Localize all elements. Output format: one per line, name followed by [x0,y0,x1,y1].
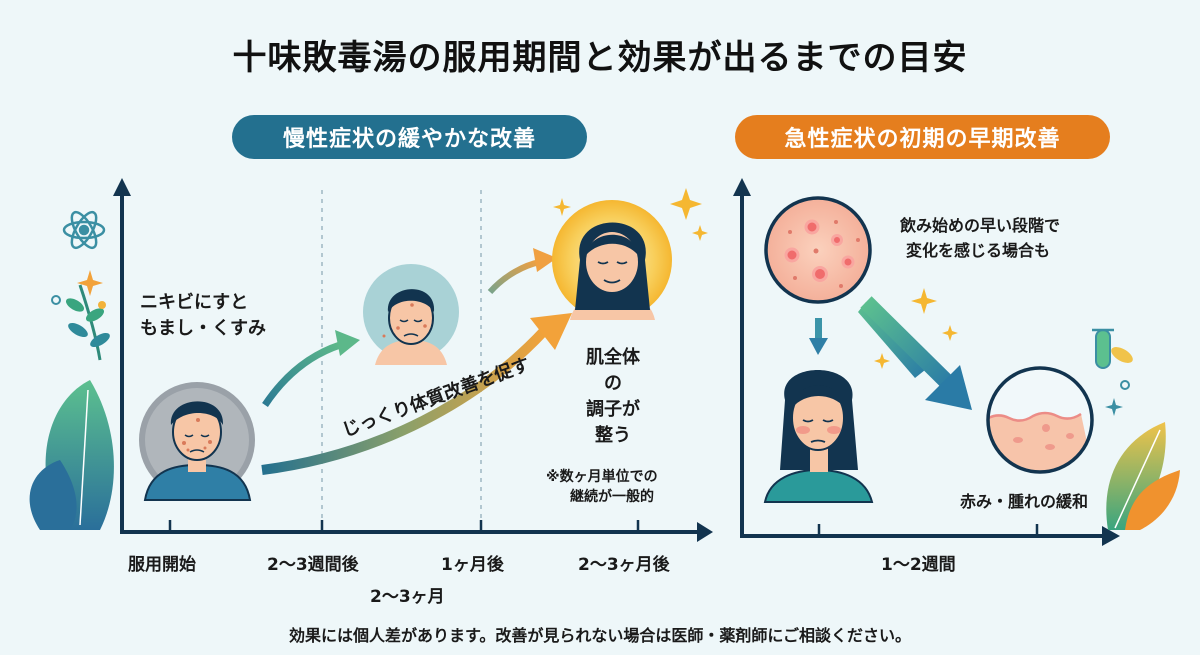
sparkle-icon [911,288,937,314]
x-tick-start: 服用開始 [128,555,196,575]
glowing-stage-label-line2: 調子が整う [586,399,640,446]
x-tick-1-month: 1ヶ月後 [441,555,504,575]
atom-icon [62,210,106,250]
acne-stage-label: ニキビにすと もまし・くすみ [140,290,266,342]
sparkle-icon [670,188,702,220]
constitution-improvement-arrow [261,326,549,475]
glowing-face-icon [552,200,672,320]
continuation-note-line1: ※数ヶ月単位での [546,469,658,485]
continuation-note-line2: 継続が一般的 [570,489,654,505]
glowing-stage-label: 肌全体の 調子が整う [578,345,648,449]
continuation-note: ※数ヶ月単位での 継続が一般的 [546,467,658,507]
glowing-stage-label-line1: 肌全体の [586,347,640,394]
test-tube-icon [1092,328,1133,416]
acute-heading-badge: 急性症状の初期の早期改善 [735,115,1110,159]
acute-description: 飲み始めの早い段階で 変化を感じる場合も [900,213,1060,263]
sparkle-icon [692,225,708,241]
acne-face-icon [139,382,255,501]
calmed-skin-icon [986,366,1094,474]
acute-result-label: 赤み・腫れの緩和 [960,492,1089,511]
x-tick-2-3-months-after: 2〜3ヶ月後 [578,555,670,575]
inflamed-skin-icon [764,196,872,304]
acute-description-line2: 変化を感じる場合も [906,241,1051,260]
disclaimer-footer: 効果には個人差があります。改善が見られない場合は医師・薬剤師にご相談ください。 [288,626,912,645]
acne-stage-label-line2: もまし・くすみ [140,318,266,339]
progress-arrow-1 [262,341,342,407]
sparkle-icon [942,325,958,341]
x-tick-2-3-weeks: 2〜3週間後 [267,555,359,575]
improving-face-icon [363,264,459,365]
page-title: 十味敗毒湯の服用期間と効果が出るまでの目安 [232,38,968,78]
acne-stage-label-line1: ニキビにすと [140,292,249,313]
sparkle-icon [874,353,890,369]
x-sub-label: 2〜3ヶ月 [370,587,445,607]
acute-description-line1: 飲み始めの早い段階で [900,216,1061,235]
sparkle-icon [77,270,103,296]
flushed-face-icon [763,370,874,503]
progress-arrow-2 [487,259,541,295]
chronic-heading-badge: 慢性症状の緩やかな改善 [232,115,587,159]
sparkle-icon [553,198,571,216]
plant-decoration-right [1106,422,1180,530]
x-tick-1-2-weeks: 1〜2週間 [881,555,956,575]
plant-decoration-left [29,284,114,530]
